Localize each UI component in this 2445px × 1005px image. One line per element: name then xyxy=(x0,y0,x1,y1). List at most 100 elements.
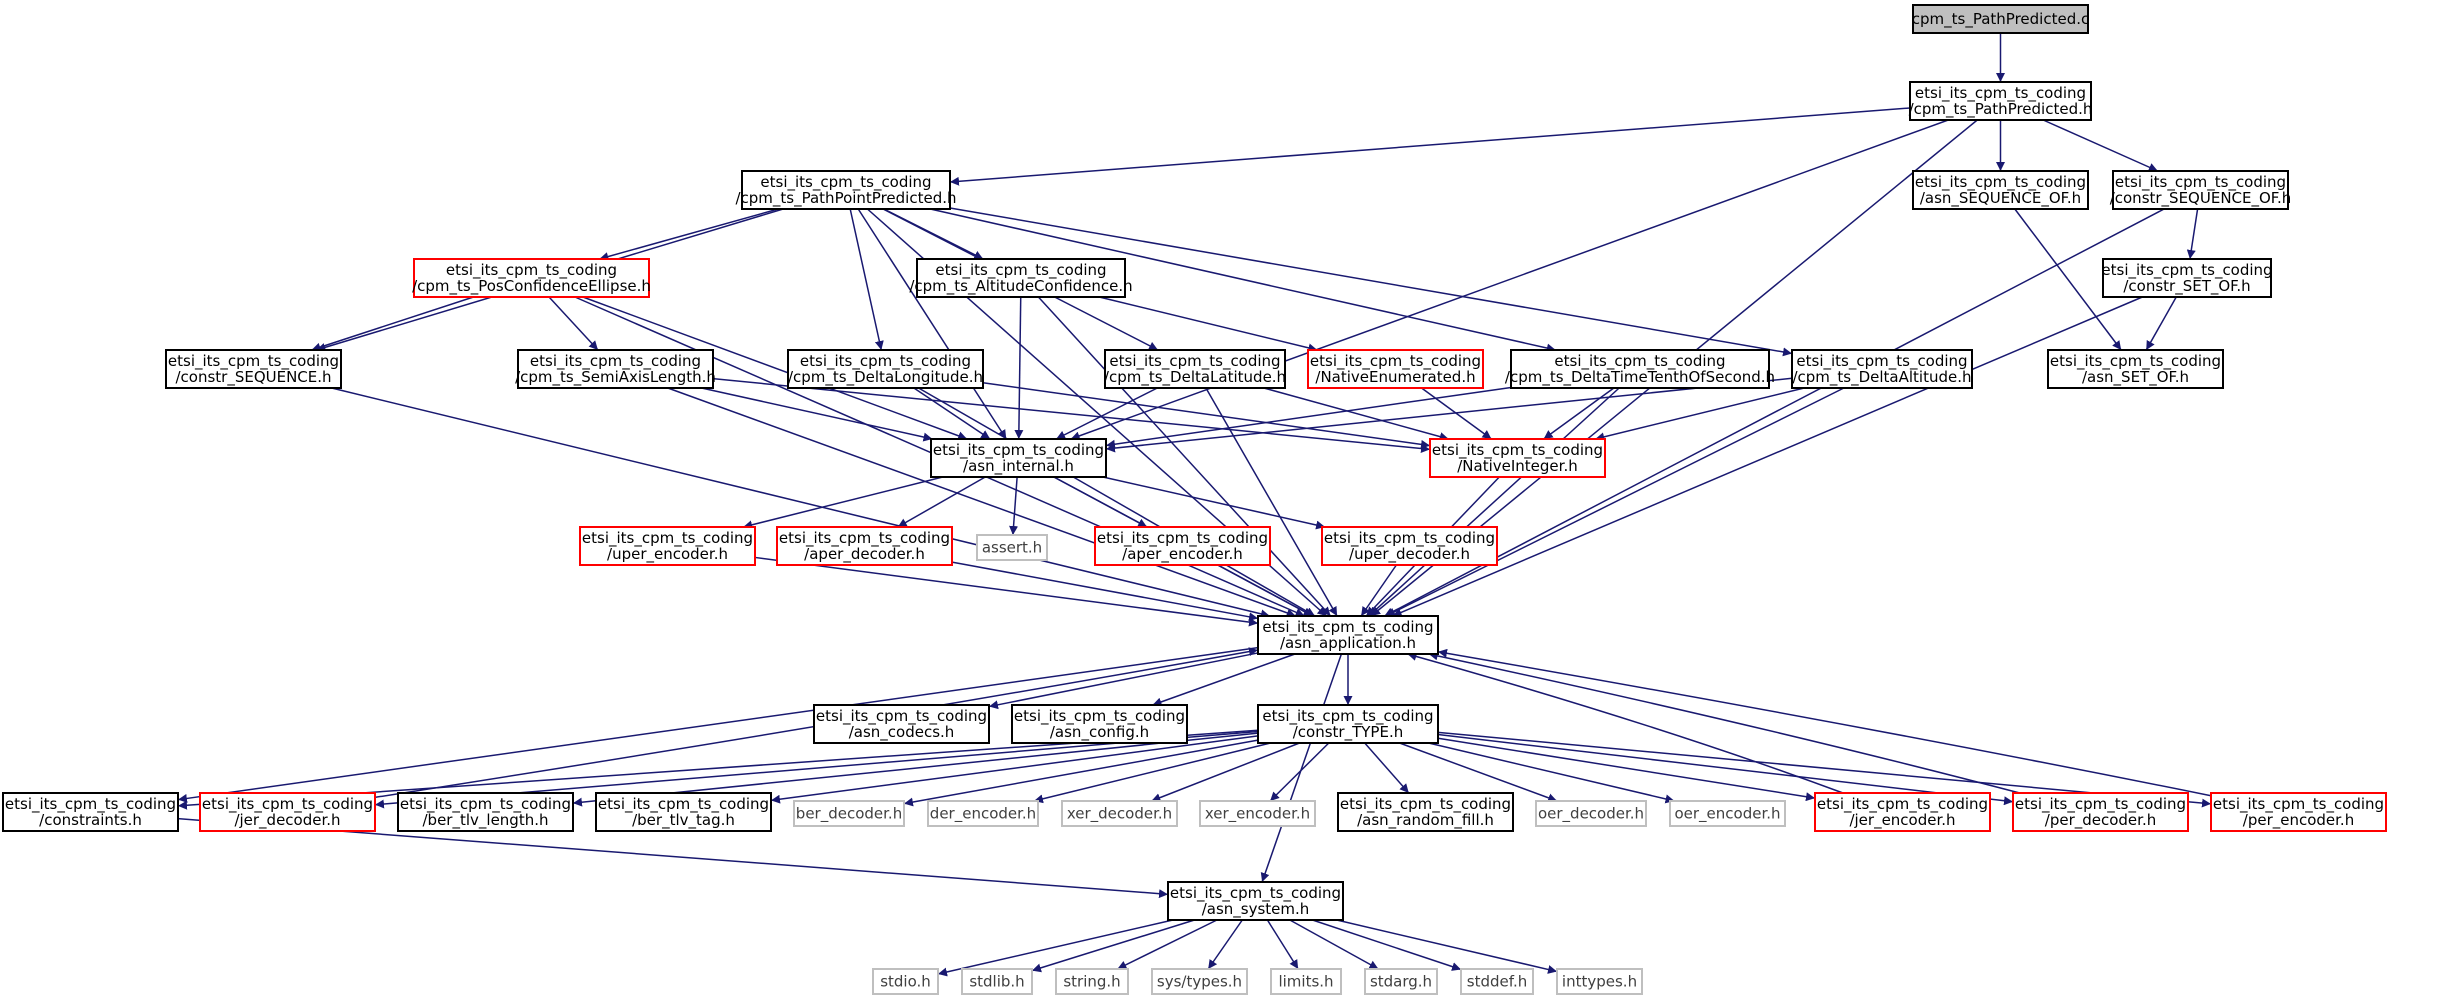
node-deltatimetenthofsecond-h[interactable]: etsi_its_cpm_ts_coding/cpm_ts_DeltaTimeT… xyxy=(1505,349,1775,389)
edge-constr-type-h-to-der-encoder-h xyxy=(1033,742,1271,804)
node-label-line: etsi_its_cpm_ts_coding xyxy=(1554,352,1725,371)
node-box xyxy=(916,258,1126,298)
node-deltalatitude-h[interactable]: etsi_its_cpm_ts_coding/cpm_ts_DeltaLatit… xyxy=(1104,349,1286,389)
node-box xyxy=(1061,800,1178,827)
node-oer-encoder-h[interactable]: oer_encoder.h xyxy=(1669,800,1786,827)
node-nativeenumerated-h[interactable]: etsi_its_cpm_ts_coding/NativeEnumerated.… xyxy=(1307,349,1484,389)
node-asn-application-h[interactable]: etsi_its_cpm_ts_coding/asn_application.h xyxy=(1257,615,1439,655)
edge-constr-sequence-h-to-asn-application-h xyxy=(331,387,1270,619)
node-label-line: etsi_its_cpm_ts_coding xyxy=(1796,352,1967,371)
node-altitudeconfidence-h[interactable]: etsi_its_cpm_ts_coding/cpm_ts_AltitudeCo… xyxy=(909,258,1133,298)
node-constr-sequence-of-h[interactable]: etsi_its_cpm_ts_coding/constr_SEQUENCE_O… xyxy=(2110,170,2292,210)
node-asn-codecs-h[interactable]: etsi_its_cpm_ts_coding/asn_codecs.h xyxy=(813,704,990,744)
node-asn-set-of-h[interactable]: etsi_its_cpm_ts_coding/asn_SET_OF.h xyxy=(2047,349,2224,389)
node-box xyxy=(2012,792,2189,832)
node-label-line: stdarg.h xyxy=(1370,973,1432,991)
node-box xyxy=(1909,81,2092,121)
node-stdlib-h[interactable]: stdlib.h xyxy=(961,968,1033,995)
node-aper-encoder-h[interactable]: etsi_its_cpm_ts_coding/aper_encoder.h xyxy=(1094,526,1271,566)
node-stddef-h[interactable]: stddef.h xyxy=(1460,968,1534,995)
node-label-line: /cpm_ts_DeltaLongitude.h xyxy=(788,368,983,387)
node-pathpredicted-h[interactable]: etsi_its_cpm_ts_coding/cpm_ts_PathPredic… xyxy=(1909,81,2093,121)
node-label-line: etsi_its_cpm_ts_coding xyxy=(933,441,1104,460)
node-box xyxy=(165,349,342,389)
edge-deltaaltitude-h-to-asn-application-h xyxy=(1385,387,1845,617)
node-constr-type-h[interactable]: etsi_its_cpm_ts_coding/constr_TYPE.h xyxy=(1257,704,1439,744)
edge-pathpredicted-h-to-constr-sequence-of-h xyxy=(2042,119,2159,172)
node-deltalongitude-h[interactable]: etsi_its_cpm_ts_coding/cpm_ts_DeltaLongi… xyxy=(787,349,984,389)
node-label-line: /jer_decoder.h xyxy=(234,811,340,830)
edge-deltalatitude-h-to-asn-application-h xyxy=(1205,387,1338,617)
node-box xyxy=(1257,704,1439,744)
node-asn-config-h[interactable]: etsi_its_cpm_ts_coding/asn_config.h xyxy=(1011,704,1188,744)
node-constraints-h[interactable]: etsi_its_cpm_ts_coding/constraints.h xyxy=(2,792,179,832)
edge-pathpointpredicted-h-to-deltatimetenthofsecond-h xyxy=(930,208,1556,353)
node-label-line: /cpm_ts_DeltaTimeTenthOfSecond.h xyxy=(1505,368,1775,387)
node-jer-encoder-h[interactable]: etsi_its_cpm_ts_coding/jer_encoder.h xyxy=(1814,792,1991,832)
edge-asn-system-h-to-stdio-h xyxy=(937,919,1174,977)
node-sys-types-h[interactable]: sys/types.h xyxy=(1151,968,1248,995)
node-per-decoder-h[interactable]: etsi_its_cpm_ts_coding/per_decoder.h xyxy=(2012,792,2189,832)
node-der-encoder-h[interactable]: der_encoder.h xyxy=(927,800,1039,827)
node-label-line: etsi_its_cpm_ts_coding xyxy=(1262,707,1433,726)
edge-altitudeconfidence-h-to-asn-application-h xyxy=(1037,296,1332,617)
node-jer-decoder-h[interactable]: etsi_its_cpm_ts_coding/jer_decoder.h xyxy=(199,792,376,832)
node-label-line: etsi_its_cpm_ts_coding xyxy=(582,529,753,548)
edge-constr-type-h-to-oer-encoder-h xyxy=(1428,742,1675,804)
node-string-h[interactable]: string.h xyxy=(1055,968,1129,995)
node-uper-decoder-h[interactable]: etsi_its_cpm_ts_coding/uper_decoder.h xyxy=(1321,526,1498,566)
node-assert-h[interactable]: assert.h xyxy=(976,534,1048,561)
node-aper-decoder-h[interactable]: etsi_its_cpm_ts_coding/aper_decoder.h xyxy=(776,526,953,566)
node-label-line: etsi_its_cpm_ts_coding xyxy=(446,261,617,280)
edge-constr-type-h-to-ber-tlv-tag-h xyxy=(770,735,1259,804)
node-label-line: string.h xyxy=(1063,973,1120,991)
node-asn-internal-h[interactable]: etsi_its_cpm_ts_coding/asn_internal.h xyxy=(930,438,1107,478)
node-constr-sequence-h[interactable]: etsi_its_cpm_ts_coding/constr_SEQUENCE.h xyxy=(165,349,342,389)
edge-asn-internal-h-to-uper-decoder-h xyxy=(1102,476,1326,530)
node-uper-encoder-h[interactable]: etsi_its_cpm_ts_coding/uper_encoder.h xyxy=(579,526,756,566)
nodes-layer: cpm_ts_PathPredicted.c etsi_its_cpm_ts_co… xyxy=(2,4,2387,995)
node-ber-tlv-length-h[interactable]: etsi_its_cpm_ts_coding/ber_tlv_length.h xyxy=(397,792,574,832)
node-asn-sequence-of-h[interactable]: etsi_its_cpm_ts_coding/asn_SEQUENCE_OF.h xyxy=(1912,170,2089,210)
node-inttypes-h[interactable]: inttypes.h xyxy=(1556,968,1643,995)
node-ber-tlv-tag-h[interactable]: etsi_its_cpm_ts_coding/ber_tlv_tag.h xyxy=(595,792,772,832)
node-stdio-h[interactable]: stdio.h xyxy=(872,968,939,995)
node-box xyxy=(595,792,772,832)
edge-asn-internal-h-to-aper-decoder-h xyxy=(897,476,986,528)
node-label-line: etsi_its_cpm_ts_coding xyxy=(2213,795,2384,814)
node-label-line: /cpm_ts_DeltaLatitude.h xyxy=(1104,368,1286,387)
node-deltaaltitude-h[interactable]: etsi_its_cpm_ts_coding/cpm_ts_DeltaAltit… xyxy=(1791,349,1973,389)
node-limits-h[interactable]: limits.h xyxy=(1270,968,1342,995)
node-label-line: etsi_its_cpm_ts_coding xyxy=(1262,618,1433,637)
node-label-line: etsi_its_cpm_ts_coding xyxy=(1170,884,1341,903)
node-per-encoder-h[interactable]: etsi_its_cpm_ts_coding/per_encoder.h xyxy=(2210,792,2387,832)
node-label-line: /asn_config.h xyxy=(1050,723,1149,742)
edge-pathpointpredicted-h-to-posconfidenceellipse-h xyxy=(599,208,779,261)
node-label-line: etsi_its_cpm_ts_coding xyxy=(1014,707,1185,726)
node-box xyxy=(1011,704,1188,744)
edge-per-encoder-h-to-asn-application-h xyxy=(1437,648,2212,797)
node-pathpointpredicted-h[interactable]: etsi_its_cpm_ts_coding/cpm_ts_PathPointP… xyxy=(735,170,957,210)
node-xer-encoder-h[interactable]: xer_encoder.h xyxy=(1199,800,1316,827)
node-xer-decoder-h[interactable]: xer_decoder.h xyxy=(1061,800,1178,827)
node-ber-decoder-h[interactable]: ber_decoder.h xyxy=(793,800,905,827)
node-constr-set-of-h[interactable]: etsi_its_cpm_ts_coding/constr_SET_OF.h xyxy=(2101,258,2273,298)
node-box xyxy=(517,349,714,389)
node-label-line: /per_encoder.h xyxy=(2243,811,2354,830)
node-posconfidenceellipse-h[interactable]: etsi_its_cpm_ts_coding/cpm_ts_PosConfide… xyxy=(412,258,651,298)
node-label-line: etsi_its_cpm_ts_coding xyxy=(1324,529,1495,548)
node-nativeinteger-h[interactable]: etsi_its_cpm_ts_coding/NativeInteger.h xyxy=(1429,438,1606,478)
edge-asn-sequence-of-h-to-asn-set-of-h xyxy=(2014,208,2122,351)
node-asn-system-h[interactable]: etsi_its_cpm_ts_coding/asn_system.h xyxy=(1167,881,1344,921)
edge-asn-application-h-to-asn-system-h xyxy=(1260,653,1343,883)
node-stdarg-h[interactable]: stdarg.h xyxy=(1364,968,1438,995)
node-label-line: /constr_SEQUENCE.h xyxy=(175,368,331,387)
node-root[interactable]: cpm_ts_PathPredicted.c xyxy=(1912,4,2089,34)
edge-uper-encoder-h-to-asn-application-h xyxy=(754,556,1259,627)
edge-constr-type-h-to-xer-decoder-h xyxy=(1151,742,1300,802)
node-asn-random-fill-h[interactable]: etsi_its_cpm_ts_coding/asn_random_fill.h xyxy=(1337,792,1514,832)
node-oer-decoder-h[interactable]: oer_decoder.h xyxy=(1535,800,1647,827)
node-semiaxislength-h[interactable]: etsi_its_cpm_ts_coding/cpm_ts_SemiAxisLe… xyxy=(515,349,716,389)
node-label-line: /asn_internal.h xyxy=(963,457,1074,476)
edge-deltatimetenthofsecond-h-to-asn-application-h xyxy=(1368,387,1620,617)
